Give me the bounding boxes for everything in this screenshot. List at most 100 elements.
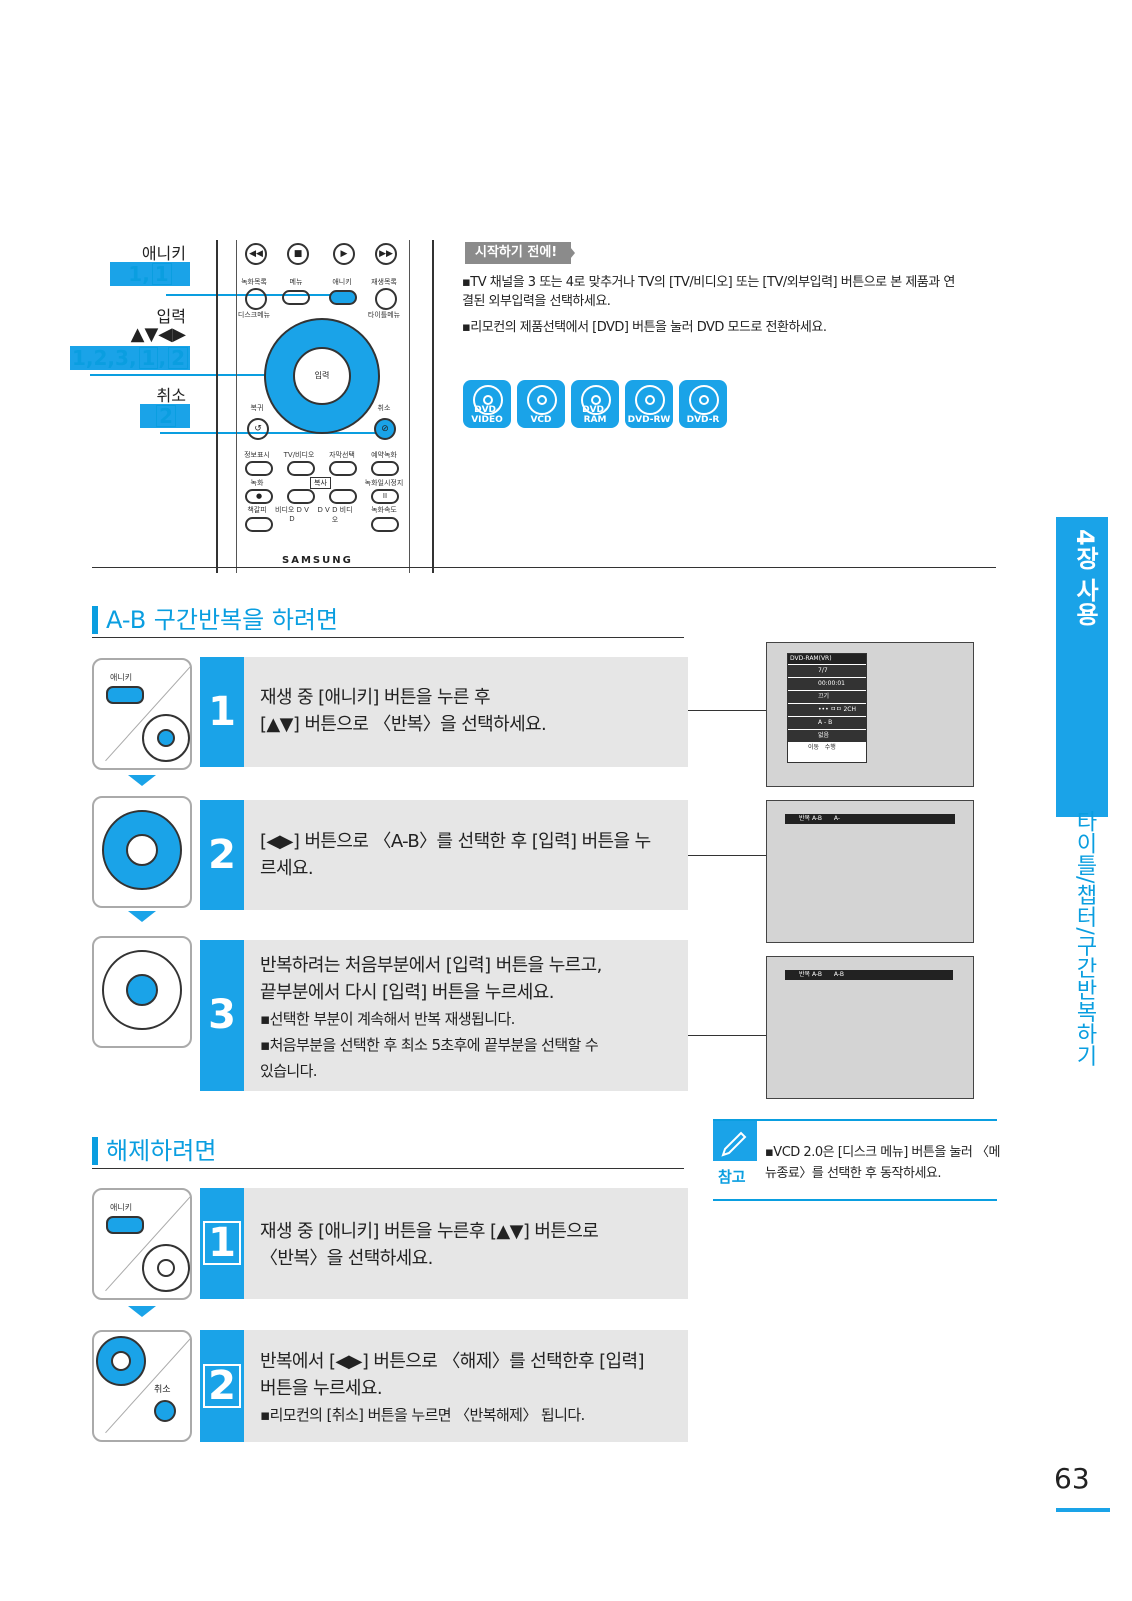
remote-label-rec-speed: 녹화속도	[371, 506, 397, 514]
remote-label-info: 정보표시	[244, 451, 270, 459]
disc-icon-vcd: VCD	[517, 380, 565, 428]
remote-label-anykey: 애니키	[332, 278, 352, 286]
osd-screen-3: 반복 A-B A-B	[766, 956, 974, 1099]
osd-ab-bar-ab: 반복 A-B A-B	[785, 970, 953, 980]
step1-connector	[688, 710, 766, 711]
section-title-ab-repeat: A-B 구간반복을 하려면	[92, 606, 338, 634]
remote-label-back: 복귀	[250, 404, 264, 412]
step3-line2: 끝부분에서 다시 [입력] 버튼을 누르세요.	[260, 982, 554, 1003]
release-step1-box: 재생 중 [애니키] 버튼을 누른후 [▲▼] 버튼으로 〈반복〉을 선택하세요…	[244, 1188, 688, 1299]
release-step2-sub1: ▪리모컨의 [취소] 버튼을 누르면 〈반복해제〉 됩니다.	[260, 1406, 585, 1424]
step2-connector	[688, 855, 766, 856]
disc-icon-dvd-video: DVD-VIDEO	[463, 380, 511, 428]
cancel-button: ⊘	[374, 418, 396, 440]
fast-forward-button: ▶▶	[375, 243, 397, 265]
arrow-down-icon	[128, 1306, 156, 1317]
remote-label-record-list: 녹화목록	[241, 278, 267, 286]
back-button: ↺	[247, 418, 269, 440]
osd-screen-2: 반복 A-B A-	[766, 800, 974, 943]
step1-box: 재생 중 [애니키] 버튼을 누른 후 [▲▼] 버튼으로 〈반복〉을 선택하세…	[244, 657, 688, 767]
step3-box: 반복하려는 처음부분에서 [입력] 버튼을 누르고, 끝부분에서 다시 [입력]…	[244, 940, 688, 1091]
record-list-button	[245, 288, 267, 310]
top-divider	[92, 567, 996, 568]
samsung-logo: SAMSUNG	[282, 555, 353, 565]
osd-screen-1: DVD-RAM(VR) 7/7 00:00:01 끄기 ••• ㅁㅁ 2CH A…	[766, 642, 974, 787]
remote-label-copy: 복사	[310, 477, 331, 489]
release-step1-line2: 〈반복〉을 선택하세요.	[260, 1248, 433, 1269]
disc-icon-dvd-ram: DVD-RAM	[571, 380, 619, 428]
note-top-rule	[713, 1119, 997, 1121]
step2-box: [◀▶] 버튼으로 〈A-B〉를 선택한 후 [입력] 버튼을 누 르세요.	[244, 800, 688, 910]
remote-label-video-dvd: 비디오 D V D	[275, 506, 309, 523]
step1-line1: 재생 중 [애니키] 버튼을 누른 후	[260, 687, 491, 708]
note-text: ▪VCD 2.0은 [디스크 메뉴] 버튼을 눌러 〈메뉴종료〉를 선택한 후 …	[765, 1145, 1000, 1181]
page-number: 63	[1054, 1462, 1090, 1495]
stop-button: ■	[287, 243, 309, 265]
note-bottom-rule	[713, 1199, 997, 1201]
release-step1-number: 1	[200, 1188, 244, 1299]
tv-video-button	[287, 461, 315, 476]
chapter-tab: 4장 사용	[1056, 517, 1108, 817]
playlist-button	[375, 288, 397, 310]
remote-label-menu: 메뉴	[289, 278, 303, 286]
remote-label-title-menu: 타이틀메뉴	[367, 311, 401, 319]
anykey-steps: 1,1	[110, 262, 190, 286]
rec-speed-button	[371, 517, 399, 532]
section2-underline	[92, 1168, 684, 1169]
step3-sub1: ▪선택한 부분이 계속해서 반복 재생됩니다.	[260, 1010, 515, 1028]
anykey-label: 애니키	[141, 244, 186, 263]
step3-connector	[688, 1035, 766, 1036]
subtitle-button	[329, 461, 357, 476]
arrow-down-icon	[128, 775, 156, 786]
remote-label-bookmark: 책갈피	[247, 506, 267, 514]
note-label: 참고	[718, 1168, 746, 1186]
release-step2-number: 2	[200, 1330, 244, 1442]
before-start-tag: 시작하기 전에!	[465, 242, 572, 264]
release-step2-box: 반복에서 [◀▶] 버튼으로 〈해제〉를 선택한후 [입력] 버튼을 누르세요.…	[244, 1330, 688, 1442]
remote-label-record: 녹화	[250, 479, 264, 487]
remote-body	[236, 240, 410, 573]
bookmark-button	[245, 517, 273, 532]
arrows-label: ▲▼◀▶	[130, 324, 186, 345]
enter-button: 입력	[293, 347, 351, 405]
pencil-icon	[713, 1121, 757, 1161]
remote-label-timer: 예약녹화	[371, 451, 397, 459]
step3-sub3: 있습니다.	[260, 1062, 318, 1080]
remote-frame	[216, 240, 434, 573]
enter-label: 입력	[156, 307, 186, 326]
copy-button-right	[329, 489, 357, 504]
before-start-tag-arrow	[566, 242, 575, 264]
intro-bullet-2: ▪리모컨의 제품선택에서 [DVD] 버튼을 눌러 DVD 모드로 전환하세요.	[462, 320, 827, 335]
remote-label-tv-video: TV/비디오	[283, 451, 315, 459]
step1-line2: [▲▼] 버튼으로 〈반복〉을 선택하세요.	[260, 714, 547, 735]
release-step1-line1: 재생 중 [애니키] 버튼을 누른후 [▲▼] 버튼으로	[260, 1221, 599, 1242]
step2-number: 2	[200, 800, 244, 910]
record-button: ●	[245, 489, 273, 504]
disc-icon-dvd-r: DVD-R	[679, 380, 727, 428]
remote-label-disc-menu: 디스크메뉴	[237, 311, 271, 319]
disc-icon-dvd-rw: DVD-RW	[625, 380, 673, 428]
step3-remote-thumb	[92, 936, 192, 1048]
section-title-release: 해제하려면	[92, 1137, 216, 1165]
remote-label-playlist: 재생목록	[371, 278, 397, 286]
osd-ab-bar-a: 반복 A-B A-	[785, 814, 955, 824]
play-pause-button: ▶	[333, 243, 355, 265]
enter-steps: 1,2,3,1,2	[70, 346, 190, 370]
remote-label-pause: 녹화일시정지	[364, 479, 404, 487]
arrow-down-icon	[128, 911, 156, 922]
menu-button	[282, 290, 310, 305]
step3-number: 3	[200, 940, 244, 1091]
remote-label-cancel: 취소	[377, 404, 391, 412]
enter-leader	[90, 374, 320, 376]
release-step1-remote-thumb: 애니키	[92, 1188, 192, 1300]
cancel-label: 취소	[156, 386, 186, 405]
copy-button-left	[287, 489, 315, 504]
rewind-button: ◀◀	[245, 243, 267, 265]
cancel-steps: 2	[140, 404, 190, 428]
step1-number: 1	[200, 657, 244, 767]
step2-line1: [◀▶] 버튼으로 〈A-B〉를 선택한 후 [입력] 버튼을 누	[260, 831, 651, 852]
remote-label-subtitle: 자막선택	[329, 451, 355, 459]
cancel-leader	[160, 432, 382, 434]
step3-line1: 반복하려는 처음부분에서 [입력] 버튼을 누르고,	[260, 955, 602, 976]
step1-remote-thumb: 애니키	[92, 658, 192, 770]
